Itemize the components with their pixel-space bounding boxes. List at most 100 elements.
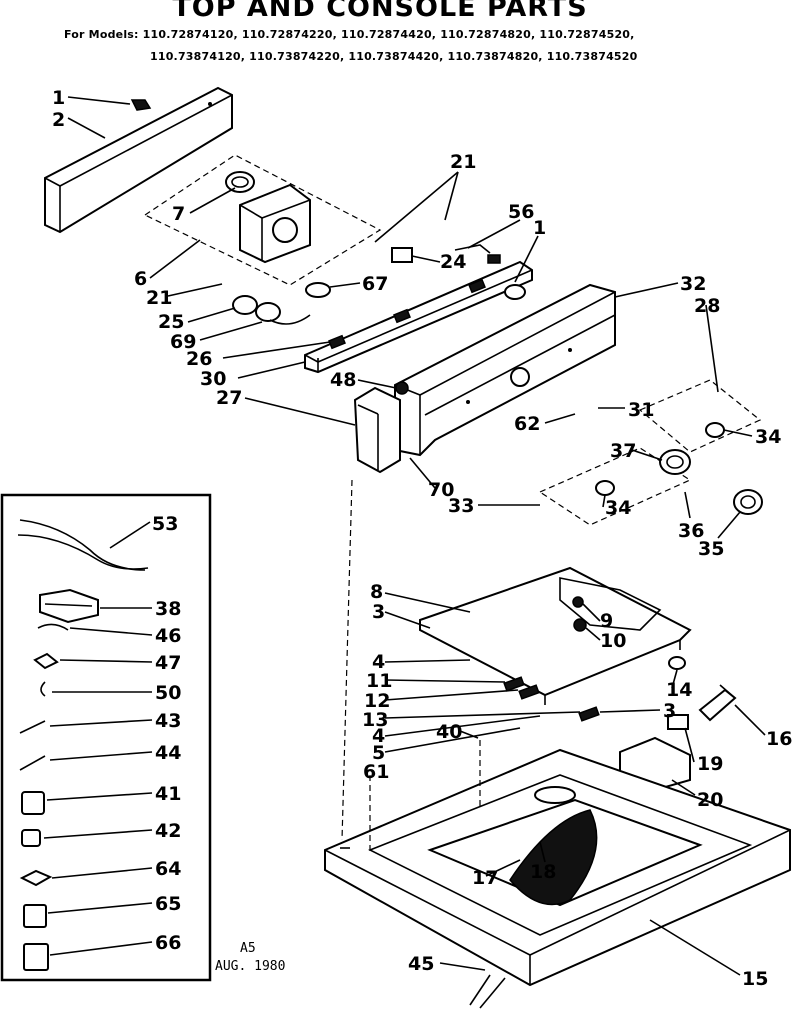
callout-65: 65 [155, 893, 181, 915]
screw-44 [19, 755, 46, 771]
knob-group-outline-upper [638, 379, 762, 453]
connector-66 [23, 943, 49, 971]
callout-labels: 1 2 21 7 56 1 6 24 67 21 25 69 26 30 48 … [52, 87, 792, 990]
callout-27: 27 [216, 387, 242, 409]
mounting-strip [44, 86, 233, 234]
connector-64 [19, 869, 53, 887]
callout-47: 47 [155, 652, 181, 674]
callout-61: 61 [363, 761, 389, 783]
callout-33: 33 [448, 495, 474, 517]
console-end-cap [353, 381, 409, 474]
terminal-block [39, 588, 99, 624]
callout-46: 46 [155, 625, 181, 647]
callout-53: 53 [152, 513, 178, 535]
callout-30: 30 [200, 368, 226, 390]
callout-4b: 4 [372, 725, 385, 747]
control-knob [659, 449, 691, 475]
callout-56: 56 [508, 201, 534, 223]
callout-10: 10 [600, 630, 626, 652]
callout-4: 4 [372, 651, 385, 673]
callout-9: 9 [600, 610, 613, 632]
model-numbers-1: 110.72874120, 110.72874220, 110.72874420… [142, 28, 635, 41]
callout-16: 16 [766, 728, 792, 750]
callout-1: 1 [52, 87, 65, 109]
callout-41: 41 [155, 783, 181, 805]
callout-31: 31 [628, 399, 654, 421]
lid-switch [698, 684, 737, 722]
callout-25: 25 [158, 311, 184, 333]
callout-32: 32 [680, 273, 706, 295]
timer-group-outline [143, 154, 382, 286]
callout-7: 7 [172, 203, 185, 225]
hook-50 [40, 681, 46, 697]
model-list-line-1: For Models: 110.72874120, 110.72874220, … [64, 28, 635, 41]
callout-48: 48 [330, 369, 356, 391]
footnote-date: AUG. 1980 [215, 959, 285, 974]
connector-42 [21, 829, 41, 847]
callout-67: 67 [362, 273, 388, 295]
callout-35: 35 [698, 538, 724, 560]
lid-switch-cover [667, 714, 689, 730]
switch-knob [305, 282, 331, 298]
callout-50: 50 [155, 682, 181, 704]
washer-top [324, 748, 791, 987]
callout-44: 44 [155, 742, 181, 764]
callout-2: 2 [52, 109, 65, 131]
callout-40: 40 [436, 721, 462, 743]
callout-34: 34 [755, 426, 781, 448]
callout-5: 5 [372, 742, 385, 764]
parts-list-box [0, 493, 212, 982]
callout-43: 43 [155, 710, 181, 732]
callout-21b: 21 [146, 287, 172, 309]
callout-64: 64 [155, 858, 181, 880]
callout-28: 28 [694, 295, 720, 317]
callout-24: 24 [440, 251, 466, 273]
callout-38: 38 [155, 598, 181, 620]
callout-3: 3 [372, 601, 385, 623]
callout-17: 17 [472, 867, 498, 889]
screw-43 [19, 720, 46, 734]
callout-18: 18 [530, 861, 556, 883]
callout-12: 12 [364, 690, 390, 712]
timer-knob [733, 489, 763, 515]
callout-66: 66 [155, 932, 181, 954]
model-prefix: For Models: [64, 28, 139, 41]
top-cover-plate [419, 566, 692, 705]
connector-41 [21, 791, 45, 815]
clip-46 [37, 623, 69, 631]
callout-19: 19 [697, 753, 723, 775]
control-rail [304, 260, 533, 374]
callout-6: 6 [134, 268, 147, 290]
callout-36: 36 [678, 520, 704, 542]
callout-21: 21 [450, 151, 476, 173]
callout-69: 69 [170, 331, 196, 353]
callout-34b: 34 [605, 497, 631, 519]
callout-45: 45 [408, 953, 434, 975]
callout-11: 11 [366, 670, 392, 692]
callout-1b: 1 [533, 217, 546, 239]
callout-20: 20 [697, 789, 723, 811]
knob-group-outline-lower [538, 447, 692, 526]
wire-connector [454, 244, 491, 254]
callout-37: 37 [610, 440, 636, 462]
leader-lines [43, 96, 766, 976]
clip-47 [33, 652, 59, 670]
callout-26: 26 [186, 348, 212, 370]
thermostat-part [232, 295, 311, 325]
callout-42: 42 [155, 820, 181, 842]
footnote-code: A5 [240, 941, 256, 956]
timer-assembly [225, 171, 311, 264]
model-list-line-2: 110.73874120, 110.73874220, 110.73874420… [150, 50, 638, 63]
connector-65 [23, 904, 47, 928]
power-cord [469, 974, 506, 1009]
callout-15: 15 [742, 968, 768, 990]
callout-13: 13 [362, 709, 388, 731]
callout-14: 14 [666, 679, 692, 701]
callout-3b: 3 [663, 700, 676, 722]
page-title: TOP AND CONSOLE PARTS [172, 0, 588, 23]
callout-62: 62 [514, 413, 540, 435]
callout-8: 8 [370, 581, 383, 603]
switch-part [391, 247, 413, 263]
wire-harness [17, 519, 149, 571]
